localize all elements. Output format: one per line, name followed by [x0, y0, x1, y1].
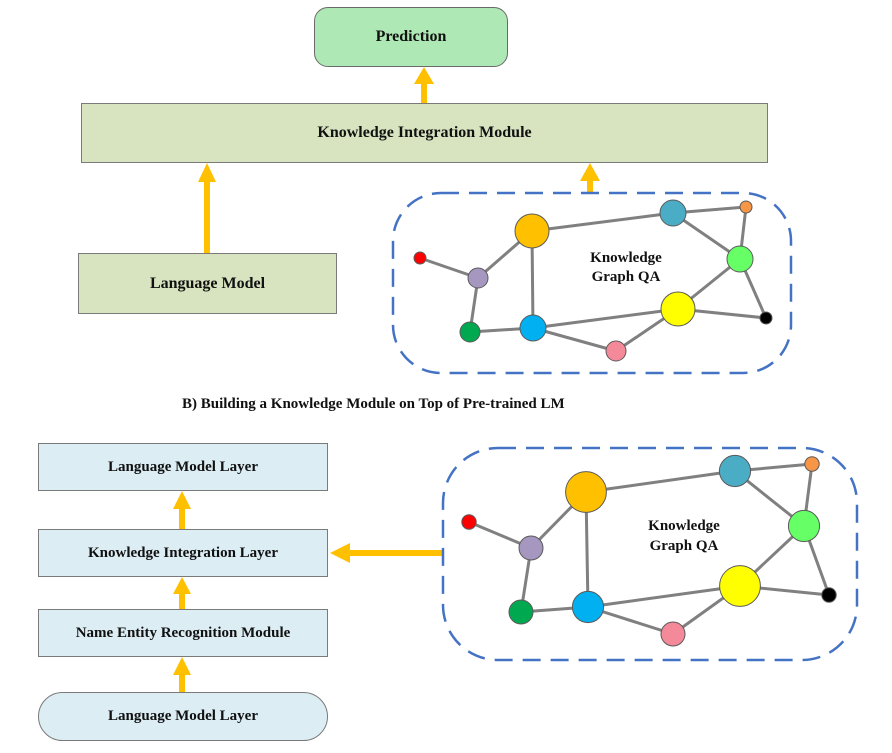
arrow-integration-to-prediction [414, 67, 434, 103]
graph-b-edge-orange-big-teal [585, 469, 736, 494]
knowledge-graph-a [413, 199, 773, 362]
arrow-integration-to-lm-top [173, 491, 191, 529]
lm-layer-bottom-label: Language Model Layer [108, 708, 258, 724]
graph-b-node-orange-big [565, 471, 607, 513]
graph-b-node-blue [571, 590, 605, 624]
graph-a-edge-orange-big-teal [531, 211, 674, 233]
knowledge-integration-layer-box: Knowledge Integration Layer [38, 529, 328, 577]
graph-b-node-green-dark [508, 599, 534, 625]
graph-a-node-yellow [660, 291, 696, 327]
graph-container-b [441, 446, 859, 662]
graph-b-node-orange-small [804, 456, 820, 472]
graph-a-node-black [759, 311, 773, 325]
graph-container-a [391, 191, 793, 375]
graph-a-node-green-dark [459, 321, 481, 343]
prediction-box: Prediction [314, 7, 508, 67]
graph-b-node-black [821, 587, 837, 603]
knowledge-integration-layer-label: Knowledge Integration Layer [88, 544, 278, 561]
lm-layer-top-label: Language Model Layer [108, 458, 258, 475]
graph-a-node-purple [467, 267, 489, 289]
prediction-label: Prediction [375, 28, 447, 45]
graph-b-label-line2: Graph QA [650, 538, 719, 554]
knowledge-integration-module-box: Knowledge Integration Module [81, 103, 768, 163]
graph-a-node-blue [519, 314, 547, 342]
panel-b-caption: B) Building a Knowledge Module on Top of… [182, 396, 565, 412]
graph-b-node-red [461, 514, 477, 530]
graph-a-node-teal [659, 199, 687, 227]
graph-a-label-line1: Knowledge [590, 250, 662, 266]
ner-module-label: Name Entity Recognition Module [75, 624, 291, 641]
arrow-lm-bottom-to-ner [173, 657, 191, 692]
graph-a-label-line2: Graph QA [592, 269, 661, 285]
lm-layer-bottom-box: Language Model Layer [38, 692, 328, 741]
graph-a-node-orange-small [739, 200, 753, 214]
arrow-ner-to-integration [173, 577, 191, 609]
graph-a-node-lime [726, 245, 754, 273]
arrow-graph-to-integration-layer [330, 543, 442, 563]
graph-b-node-lime [787, 509, 821, 543]
arrow-lm-to-integration [198, 163, 216, 253]
language-model-box: Language Model [78, 253, 337, 314]
lm-layer-top-box: Language Model Layer [38, 443, 328, 491]
knowledge-graph-b [461, 454, 837, 647]
arrow-graph-to-integration [580, 163, 600, 193]
graph-a-node-pink [605, 340, 627, 362]
language-model-label: Language Model [149, 274, 266, 292]
graph-a-edge-blue-pink [532, 326, 617, 353]
graph-b-node-yellow [719, 565, 761, 607]
graph-a-edge-blue-yellow [532, 307, 679, 330]
graph-a-node-red [413, 251, 427, 265]
graph-b-node-teal [718, 454, 752, 488]
graph-b-node-purple [518, 535, 544, 561]
graph-b-label-line1: Knowledge [648, 518, 720, 534]
graph-a-edge-teal-lime [672, 211, 741, 261]
graph-b-node-pink [660, 621, 686, 647]
graph-a-node-orange-big [514, 213, 550, 249]
graph-b-edge-blue-yellow [587, 584, 741, 609]
ner-module-box: Name Entity Recognition Module [38, 609, 328, 657]
knowledge-integration-module-label: Knowledge Integration Module [317, 124, 532, 141]
